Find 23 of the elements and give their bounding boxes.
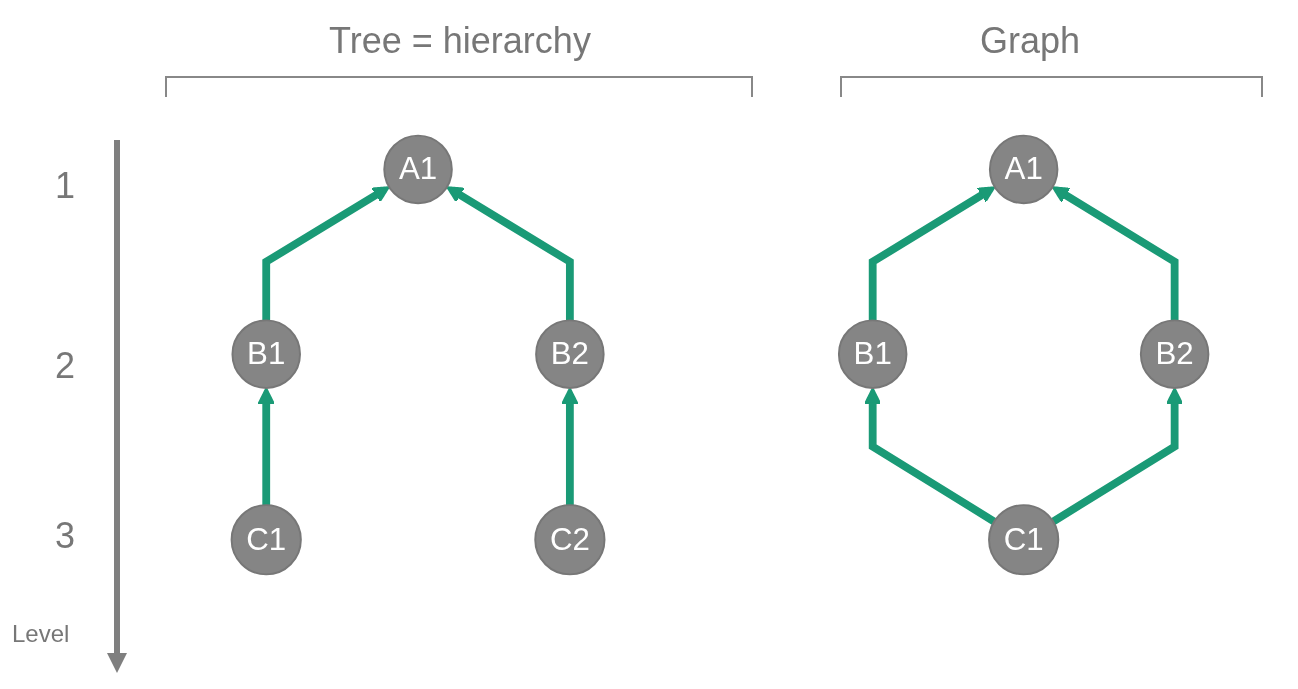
- arrow: [864, 387, 997, 525]
- level-number: 1: [55, 165, 76, 207]
- arrow: [1051, 387, 1184, 525]
- node-circle: B2: [535, 319, 605, 389]
- node-circle: A1: [383, 134, 453, 205]
- arrow: [1051, 186, 1179, 321]
- node-circle: A1: [988, 134, 1059, 205]
- arrow: [868, 186, 996, 321]
- node-circle: C1: [230, 504, 302, 576]
- node-circle: C2: [534, 504, 606, 576]
- arrow: [257, 387, 275, 506]
- heading: Graph: [978, 20, 1082, 62]
- node-circle: B2: [1139, 319, 1210, 389]
- node-circle: C1: [988, 504, 1060, 576]
- node-circle: B1: [231, 319, 301, 389]
- arrow: [561, 387, 579, 506]
- axis-label: Level: [12, 620, 70, 648]
- arrow: [262, 186, 390, 321]
- level-number: 2: [55, 345, 76, 387]
- level-number: 3: [55, 515, 76, 557]
- node-circle: B1: [837, 319, 908, 389]
- arrow: [446, 186, 574, 321]
- heading: Tree = hierarchy: [328, 20, 592, 62]
